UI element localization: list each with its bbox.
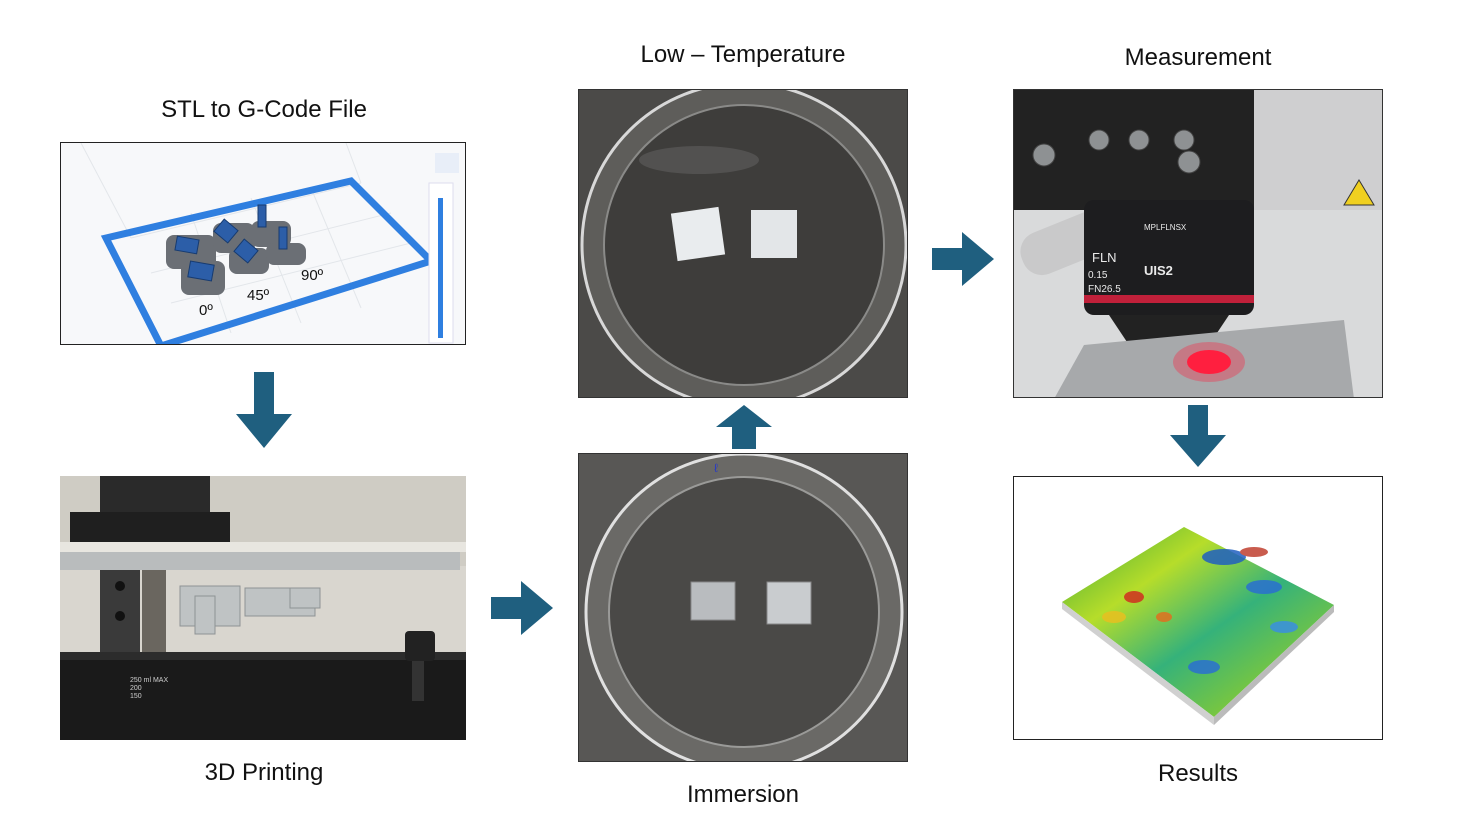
arrow-down-2 <box>1170 405 1226 467</box>
angle-45: 45º <box>247 287 270 304</box>
arrow-up <box>716 405 772 449</box>
lens-fn: FN26.5 <box>1088 284 1121 295</box>
results-label: Results <box>1157 760 1239 787</box>
low-temp-label: Low – Temperature <box>640 41 846 68</box>
microscope-illustration: MPLFLNSX FLN 0.15 FN26.5 UIS2 <box>1014 90 1382 397</box>
stl-slicer-panel: 0º 45º 90º <box>60 142 466 345</box>
lens-na: 0.15 <box>1088 270 1108 281</box>
arrow-right-1 <box>491 581 553 635</box>
angle-0: 0º <box>199 302 213 319</box>
lens-type: FLN <box>1092 250 1117 265</box>
printing-label: 3D Printing <box>204 759 324 786</box>
lens-model: MPLFLNSX <box>1144 223 1187 232</box>
lens-uis: UIS2 <box>1144 263 1173 278</box>
measurement-label: Measurement <box>1124 44 1272 71</box>
slicer-view: 0º 45º 90º <box>61 143 465 344</box>
petri-dish-immersion: ℓ <box>579 454 907 761</box>
results-panel <box>1013 476 1383 740</box>
vat-mark-150: 150 <box>130 693 142 700</box>
stl-label: STL to G-Code File <box>161 96 367 123</box>
immersion-label: Immersion <box>686 781 800 808</box>
printer-illustration: 250 ml MAX 200 150 <box>60 476 466 740</box>
vat-mark-200: 200 <box>130 685 142 692</box>
surface-map <box>1062 527 1334 725</box>
measurement-photo: MPLFLNSX FLN 0.15 FN26.5 UIS2 <box>1013 89 1383 398</box>
arrow-down-1 <box>236 372 292 448</box>
petri-dish-cold <box>579 90 907 397</box>
arrow-right-2 <box>932 232 994 286</box>
printing-photo: 250 ml MAX 200 150 <box>60 476 466 740</box>
immersion-photo: ℓ <box>578 453 908 762</box>
vat-mark-max: 250 ml MAX <box>130 677 168 684</box>
svg-text:ℓ: ℓ <box>714 461 718 475</box>
low-temp-photo <box>578 89 908 398</box>
angle-90: 90º <box>301 267 324 284</box>
